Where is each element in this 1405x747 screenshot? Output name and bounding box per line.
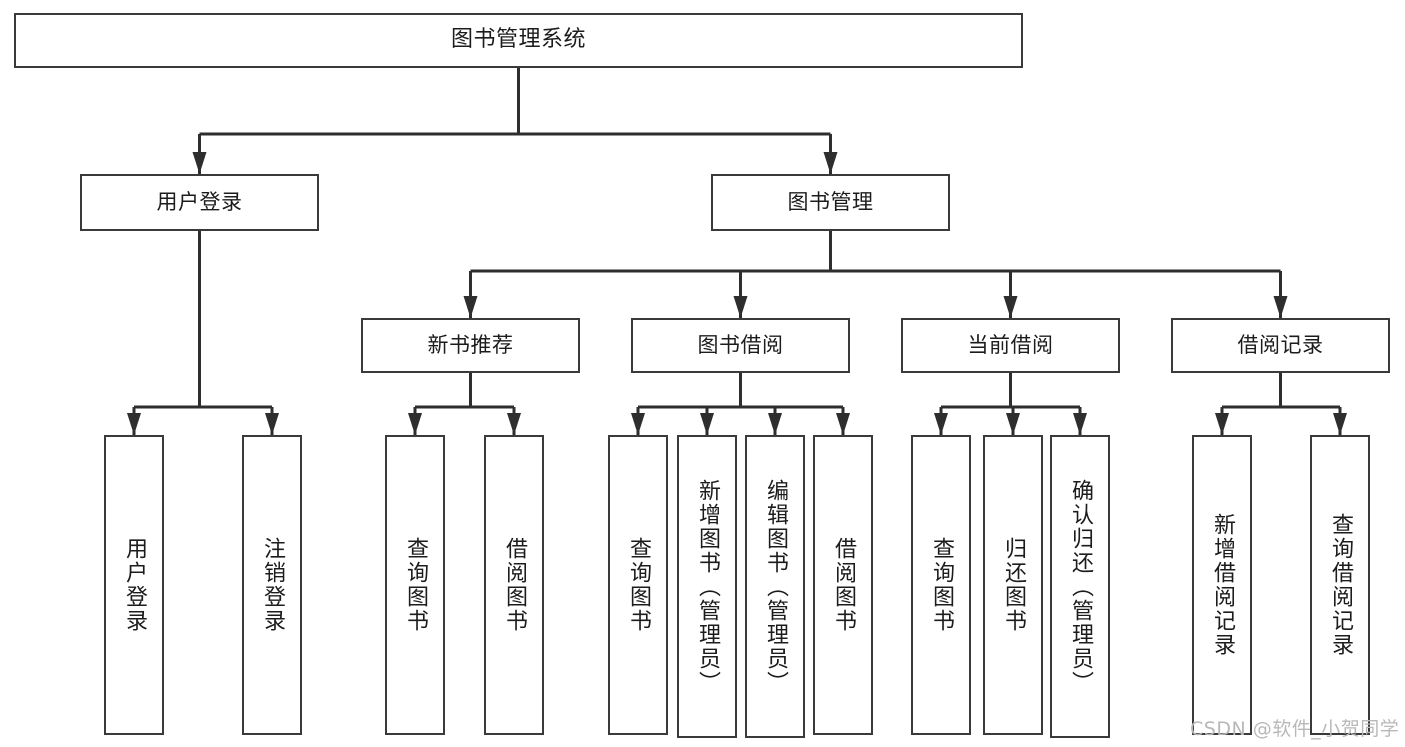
connector-arrowhead [1073,413,1087,435]
connector-arrowhead [127,413,141,435]
connector-arrowhead [836,413,850,435]
connector-arrowhead [463,296,478,318]
node-label: 编辑图书（管理员） [762,478,788,695]
node-label: 借阅图书 [501,537,527,633]
connector-arrowhead [507,413,521,435]
node-label: 借阅记录 [1237,332,1324,357]
node-label: 图书管理系统 [450,27,586,53]
node-label: 用户登录 [121,537,147,633]
connector-arrowhead [1006,413,1020,435]
node-label: 当前借阅 [967,332,1054,357]
node-leaf-5[interactable]: 查询图书 [608,435,668,735]
node-records[interactable]: 借阅记录 [1171,318,1390,373]
node-label: 注销登录 [259,537,285,633]
node-label: 图书借阅 [697,332,784,357]
node-label: 用户登录 [156,189,243,214]
node-borrow[interactable]: 图书借阅 [631,318,850,373]
connector-arrowhead [768,413,782,435]
node-label: 查询图书 [402,537,428,633]
connector-arrowhead [934,413,948,435]
node-label: 查询图书 [625,537,651,633]
node-label: 归还图书 [1000,537,1026,633]
connector-arrowhead [192,152,207,174]
node-leaf-1[interactable]: 用户登录 [104,435,164,735]
connector-arrowhead [823,152,838,174]
node-leaf-2[interactable]: 注销登录 [242,435,302,735]
node-leaf-3[interactable]: 查询图书 [385,435,445,735]
node-bookmgmt[interactable]: 图书管理 [711,174,950,231]
node-leaf-11[interactable]: 确认归还（管理员） [1050,435,1110,738]
connector-arrowhead [265,413,279,435]
connector-arrowhead [408,413,422,435]
connector-arrowhead [700,413,714,435]
node-leaf-4[interactable]: 借阅图书 [484,435,544,735]
node-leaf-6[interactable]: 新增图书（管理员） [677,435,737,738]
node-label: 新增图书（管理员） [694,478,720,695]
node-leaf-10[interactable]: 归还图书 [983,435,1043,735]
node-login[interactable]: 用户登录 [80,174,319,231]
node-current[interactable]: 当前借阅 [901,318,1120,373]
node-leaf-7[interactable]: 编辑图书（管理员） [745,435,805,738]
connector-arrowhead [1003,296,1018,318]
node-label: 图书管理 [787,189,874,214]
connector-arrowhead [631,413,645,435]
node-label: 新书推荐 [427,332,514,357]
connector-arrowhead [733,296,748,318]
node-leaf-8[interactable]: 借阅图书 [813,435,873,735]
node-label: 查询图书 [928,537,954,633]
connector-arrowhead [1215,413,1229,435]
node-leaf-12[interactable]: 新增借阅记录 [1192,435,1252,735]
connector-arrowhead [1273,296,1288,318]
node-newrec[interactable]: 新书推荐 [361,318,580,373]
node-leaf-9[interactable]: 查询图书 [911,435,971,735]
node-root[interactable]: 图书管理系统 [14,13,1023,68]
node-label: 新增借阅记录 [1209,513,1235,657]
node-label: 确认归还（管理员） [1067,478,1093,695]
connector-arrowhead [1333,413,1347,435]
node-leaf-13[interactable]: 查询借阅记录 [1310,435,1370,735]
node-label: 查询借阅记录 [1327,513,1353,657]
node-label: 借阅图书 [830,537,856,633]
